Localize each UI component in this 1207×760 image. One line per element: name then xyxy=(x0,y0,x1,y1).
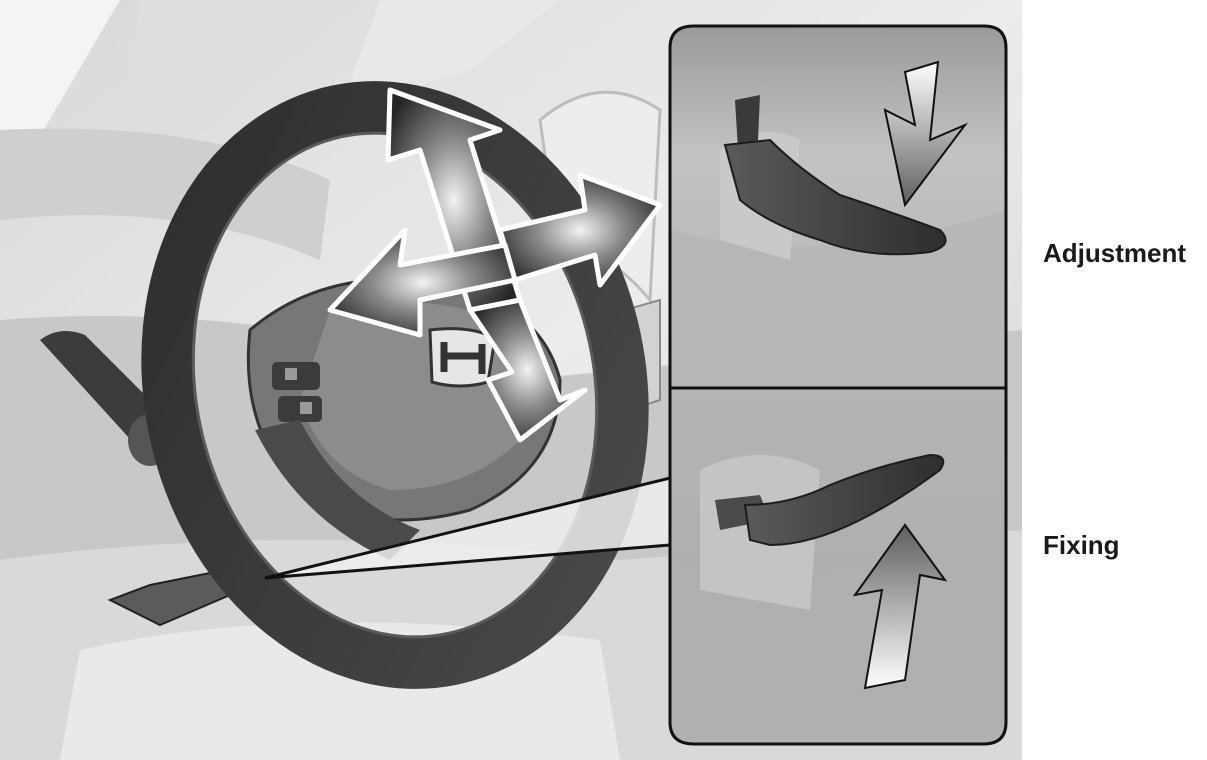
adjustment-label: Adjustment xyxy=(1043,238,1186,269)
inset-adjustment xyxy=(670,26,1006,388)
inset-fixing xyxy=(670,388,1006,744)
brand-emblem xyxy=(430,329,495,386)
fixing-label: Fixing xyxy=(1043,530,1120,561)
